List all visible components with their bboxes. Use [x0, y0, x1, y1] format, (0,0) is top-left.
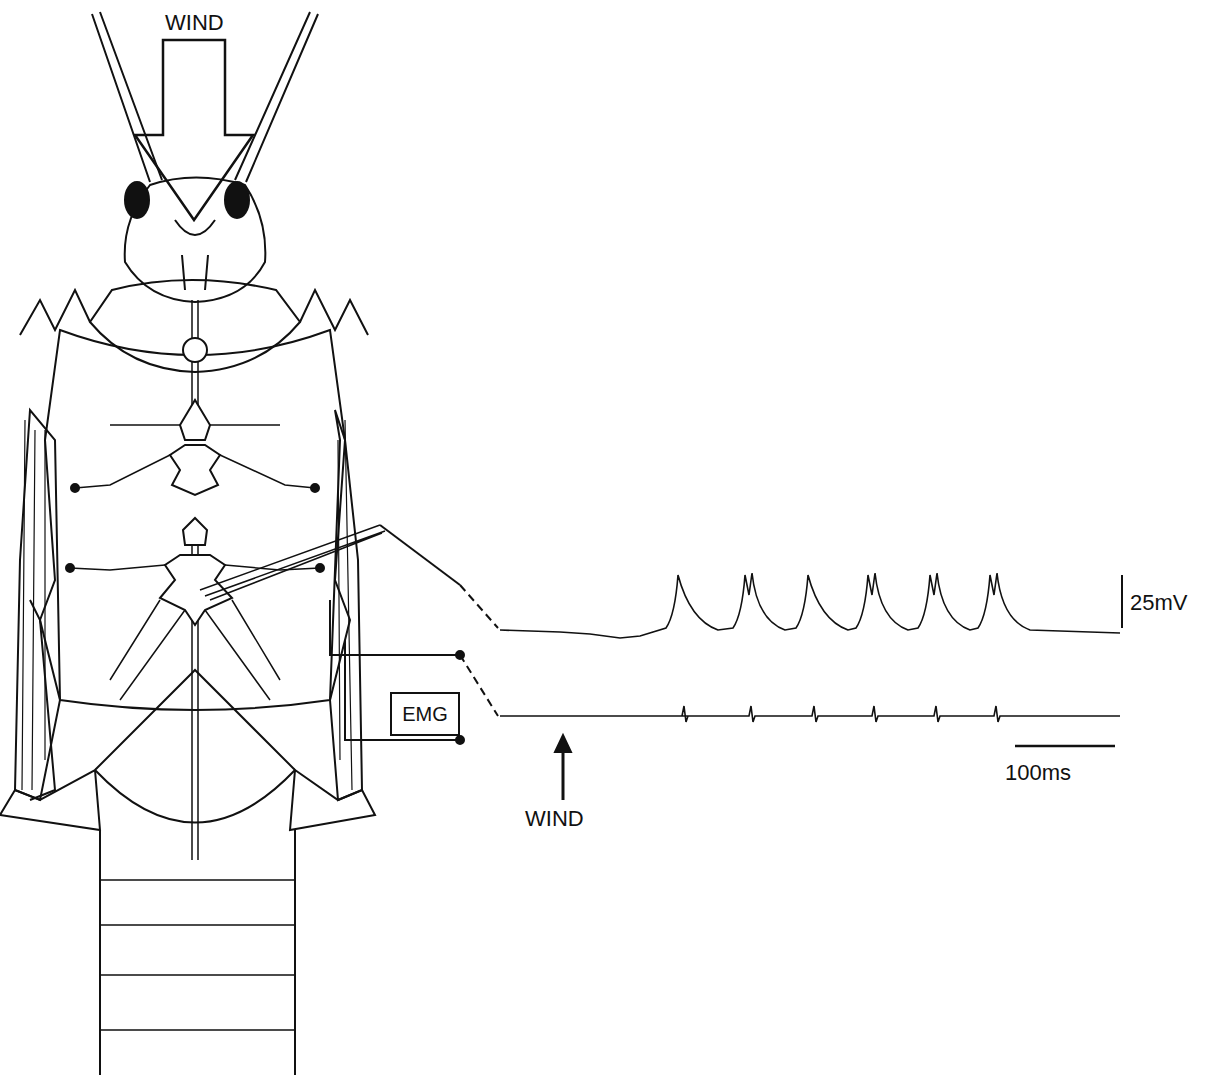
- stimulus-label: WIND: [165, 12, 224, 34]
- stimulus-label: WIND: [525, 808, 584, 830]
- box-text: EMG: [402, 704, 448, 724]
- label-box: EMG: [390, 692, 460, 736]
- time-scale: 100ms: [1005, 762, 1071, 784]
- voltage-scale: 25mV: [1130, 592, 1187, 614]
